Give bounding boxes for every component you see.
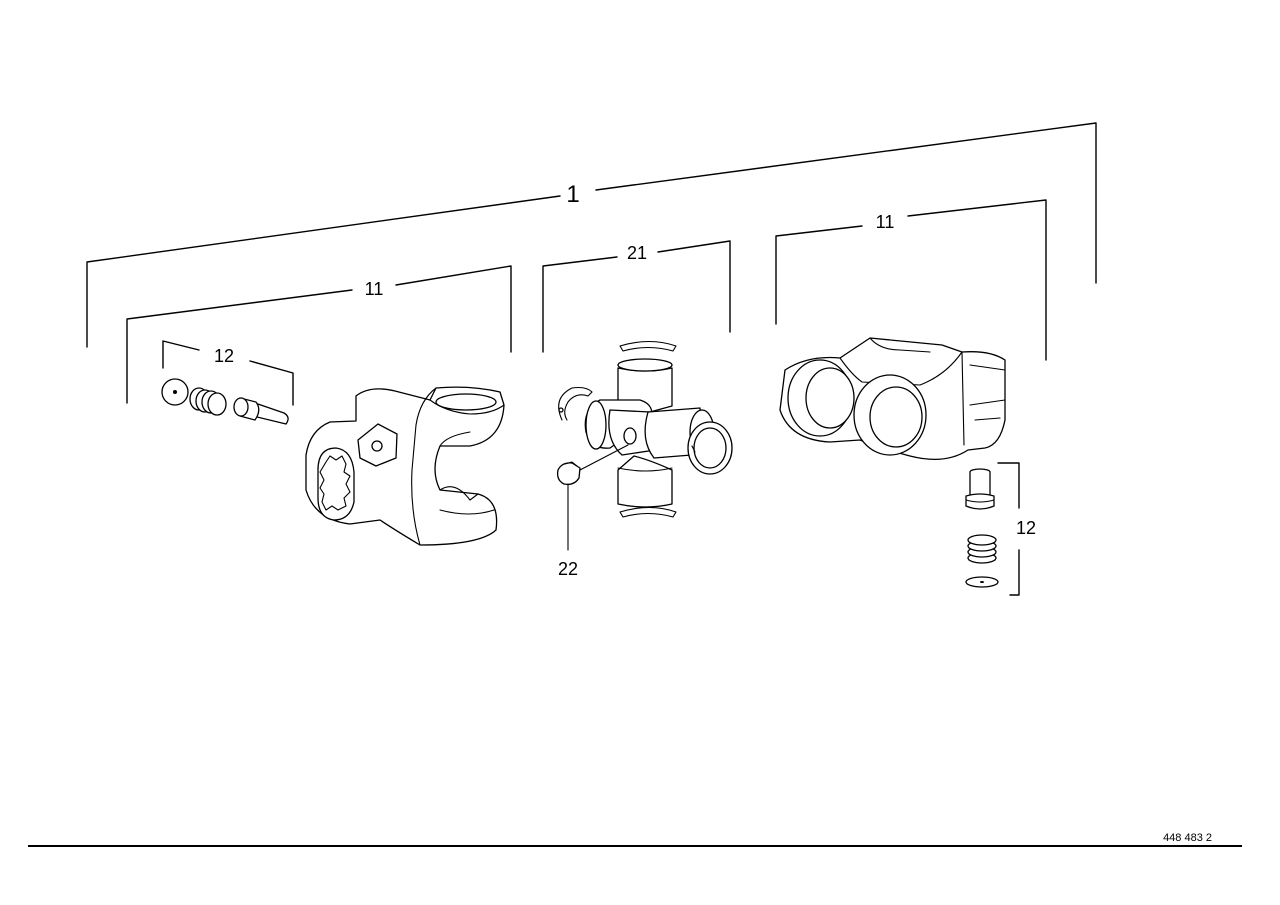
label-cross-kit: 21 — [627, 243, 647, 263]
bracket-yoke-right: 11 — [775, 199, 1047, 361]
lock-pin-left-icon — [233, 397, 289, 425]
lock-pin-right-icon — [965, 468, 995, 510]
spring-left-icon — [189, 387, 227, 416]
lock-set-left — [161, 378, 289, 425]
lock-set-right — [965, 468, 999, 588]
label-lock-right: 12 — [1016, 518, 1036, 538]
label-assembly: 1 — [566, 181, 579, 208]
label-yoke-left: 11 — [365, 279, 384, 299]
spring-right-icon — [967, 534, 997, 564]
bracket-lock-right: 12 — [997, 462, 1036, 596]
label-lock-left: 12 — [214, 346, 234, 366]
yoke-left-icon — [305, 386, 505, 546]
yoke-right-icon — [779, 337, 1006, 461]
bracket-yoke-left: 11 — [126, 265, 512, 404]
washer-right-icon — [965, 576, 999, 588]
bracket-assembly: 1 — [86, 122, 1097, 348]
bracket-cross-kit: 21 — [542, 240, 731, 353]
bracket-lock-left: 12 — [162, 340, 294, 406]
label-yoke-right: 11 — [876, 212, 895, 232]
figure-ref: 448 483 2 — [1163, 832, 1212, 844]
grease-nipple-icon: 22 — [556, 444, 629, 579]
label-grease-nipple: 22 — [558, 559, 578, 579]
cross-kit-icon — [558, 340, 733, 518]
